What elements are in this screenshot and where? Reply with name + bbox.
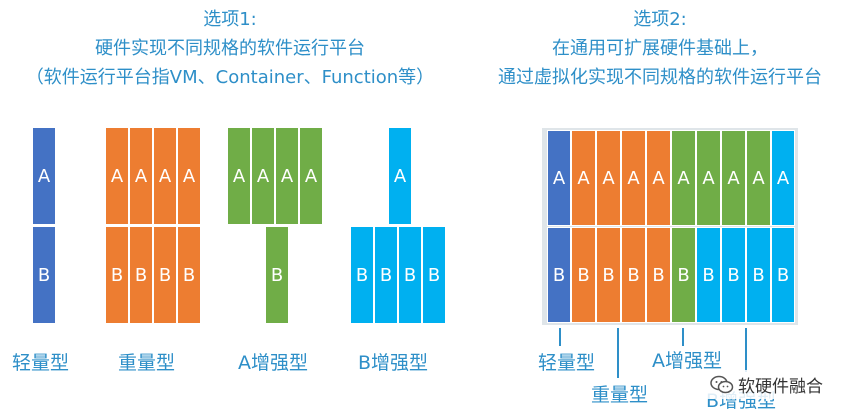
heavy-block-a: A <box>130 128 152 224</box>
label-a-enhanced: A增强型 <box>238 352 308 374</box>
wechat-icon <box>710 375 734 393</box>
option2-heavy-b: B <box>571 227 596 323</box>
option2-a-enhanced-a: A <box>696 130 721 226</box>
option2-b-enhanced-b: B <box>771 227 795 323</box>
tick-b-enhanced <box>745 328 747 372</box>
left-heading-line3: （软件运行平台指VM、Container、Function等） <box>25 67 435 88</box>
heavy-block-a: A <box>106 128 128 224</box>
a-enhanced-block-a: A <box>276 128 298 224</box>
label2-light: 轻量型 <box>538 352 596 374</box>
left-heading-line2: 硬件实现不同规格的软件运行平台 <box>95 38 365 59</box>
right-heading-line3: 通过虚拟化实现不同规格的软件运行平台 <box>498 67 822 88</box>
a-enhanced-block-b: B <box>266 227 288 323</box>
watermark-text: 软硬件融合 <box>738 377 823 397</box>
tick-a-enhanced <box>682 328 684 346</box>
option2-b-enhanced-b: B <box>696 227 721 323</box>
left-heading: 选项1: 硬件实现不同规格的软件运行平台 （软件运行平台指VM、Containe… <box>0 5 460 92</box>
label-heavy: 重量型 <box>118 352 176 374</box>
heavy-block-b: B <box>154 227 176 323</box>
right-heading-line2: 在通用可扩展硬件基础上， <box>552 38 768 59</box>
right-heading: 选项2: 在通用可扩展硬件基础上， 通过虚拟化实现不同规格的软件运行平台 <box>455 5 865 92</box>
heavy-block-b: B <box>130 227 152 323</box>
a-enhanced-block-a: A <box>300 128 322 224</box>
left-heading-line1: 选项1: <box>203 9 257 30</box>
option2-b-enhanced-b: B <box>746 227 771 323</box>
heavy-block-a: A <box>154 128 176 224</box>
option2-heavy-b: B <box>596 227 621 323</box>
label2-heavy: 重量型 <box>589 380 651 407</box>
b-enhanced-block-b: B <box>351 227 373 323</box>
option2-light-b: B <box>547 227 571 323</box>
option2-a-enhanced-b: B <box>671 227 696 323</box>
tick-heavy <box>617 328 619 378</box>
light-block-b: B <box>33 227 55 323</box>
tick-light <box>559 328 561 346</box>
option2-heavy-b: B <box>646 227 671 323</box>
option2-heavy-a: A <box>571 130 596 226</box>
b-enhanced-block-b: B <box>375 227 397 323</box>
label-b-enhanced: B增强型 <box>358 352 429 374</box>
option2-heavy-b: B <box>621 227 646 323</box>
option2-a-enhanced-a: A <box>671 130 696 226</box>
light-block-a: A <box>33 128 55 224</box>
option2-heavy-a: A <box>596 130 621 226</box>
option2-a-enhanced-a: A <box>721 130 746 226</box>
option2-light-a: A <box>547 130 571 226</box>
heavy-block-b: B <box>178 227 200 323</box>
b-enhanced-block-b: B <box>423 227 445 323</box>
a-enhanced-block-a: A <box>228 128 250 224</box>
heavy-block-a: A <box>178 128 200 224</box>
option2-a-enhanced-a: A <box>746 130 771 226</box>
option2-b-enhanced-a: A <box>771 130 795 226</box>
option2-b-enhanced-b: B <box>721 227 746 323</box>
label2-a-enhanced: A增强型 <box>650 346 724 373</box>
right-heading-line1: 选项2: <box>633 9 687 30</box>
label-light: 轻量型 <box>12 352 70 374</box>
option2-heavy-a: A <box>646 130 671 226</box>
a-enhanced-block-a: A <box>252 128 274 224</box>
watermark: 软硬件融合 <box>706 370 827 399</box>
b-enhanced-block-b: B <box>399 227 421 323</box>
b-enhanced-block-a: A <box>389 128 411 224</box>
heavy-block-b: B <box>106 227 128 323</box>
option2-heavy-a: A <box>621 130 646 226</box>
